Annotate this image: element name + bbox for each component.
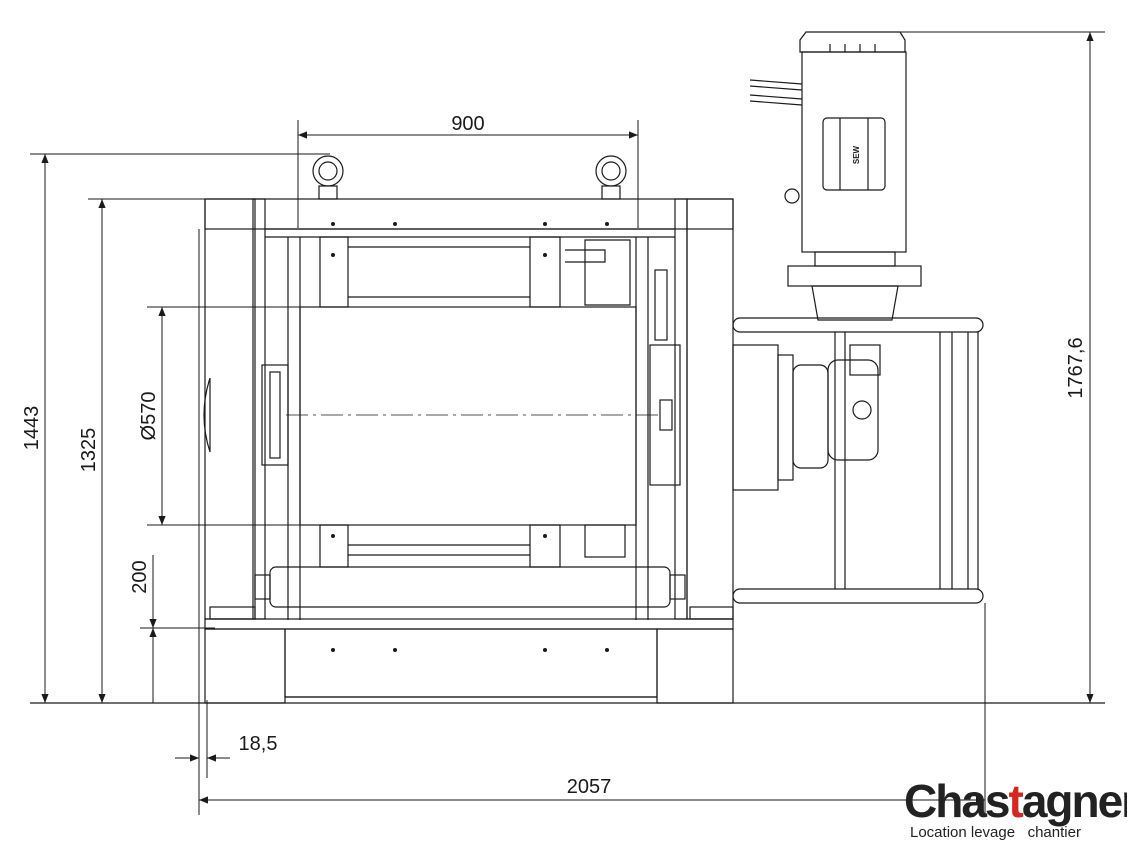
brand-name-accent: t <box>1008 775 1023 827</box>
lifting-eye-left <box>312 155 344 200</box>
brand-logo: Chastagner Location levage chantier <box>904 775 1127 841</box>
dim-1443-line <box>30 153 330 703</box>
dim-1767-6-text: 1767,6 <box>1065 337 1087 398</box>
dim-18-5-line <box>175 229 230 815</box>
brand-name-part1: Chas <box>904 775 1010 827</box>
dim-2057-text: 2057 <box>567 776 612 798</box>
brand-tagline: Location levage chantier <box>910 824 1081 841</box>
motor-brand-label: SEW <box>852 145 861 164</box>
planetary-gearbox <box>732 344 881 491</box>
dim-2057-line <box>199 603 986 815</box>
dim-200-text: 200 <box>129 560 151 593</box>
electric-motor <box>749 31 922 321</box>
dim-1767-6-line <box>870 31 1105 703</box>
dim-1443-text: 1443 <box>21 406 43 451</box>
dim-570-line <box>147 306 300 526</box>
dim-900-text: 900 <box>451 113 484 135</box>
dim-900-line <box>297 120 639 228</box>
dim-1325-line <box>88 198 215 703</box>
base-skid <box>204 618 734 704</box>
main-frame <box>204 198 734 620</box>
lifting-eye-right <box>595 155 627 200</box>
dim-200-line <box>140 555 215 703</box>
brand-name-part2: agner <box>1021 775 1127 827</box>
dim-18-5-text: 18,5 <box>239 733 278 755</box>
bottom-roller <box>209 566 734 620</box>
cable-drum <box>203 269 681 526</box>
brand-name: Chastagner <box>904 775 1127 827</box>
dim-570-text: Ø570 <box>138 392 160 441</box>
fastener-dots <box>331 222 609 652</box>
dim-1325-text: 1325 <box>78 428 100 473</box>
